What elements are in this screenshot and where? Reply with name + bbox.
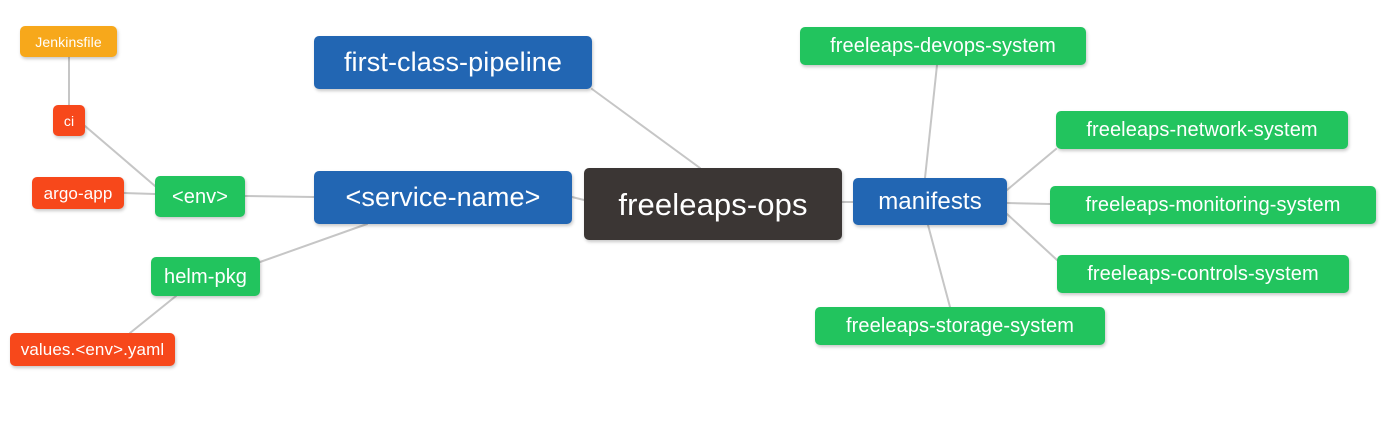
edge-freeleaps-storage-system-to-manifests <box>927 224 951 308</box>
node-ci[interactable]: ci <box>53 105 85 136</box>
node-label: helm-pkg <box>163 265 248 288</box>
node-label: freeleaps-monitoring-system <box>1085 194 1341 216</box>
node-label: <service-name> <box>345 182 541 212</box>
node-manifests[interactable]: manifests <box>853 178 1007 225</box>
edge-env-to-service-name <box>244 195 315 198</box>
edge-freeleaps-devops-system-to-manifests <box>924 64 938 179</box>
node-service-name[interactable]: <service-name> <box>314 171 572 224</box>
node-first-class-pipeline[interactable]: first-class-pipeline <box>314 36 592 89</box>
edge-freeleaps-network-system-to-manifests <box>1006 148 1057 191</box>
node-label: freeleaps-devops-system <box>830 35 1056 57</box>
edge-service-name-to-freeleaps-ops <box>571 196 585 201</box>
node-label: first-class-pipeline <box>343 47 563 77</box>
node-label: ci <box>63 112 75 129</box>
node-freeleaps-storage-system[interactable]: freeleaps-storage-system <box>815 307 1105 345</box>
node-env[interactable]: <env> <box>155 176 245 217</box>
node-label: freeleaps-ops <box>618 186 808 222</box>
edge-argo-app-to-env <box>123 192 156 195</box>
node-freeleaps-monitoring-system[interactable]: freeleaps-monitoring-system <box>1050 186 1376 224</box>
node-freeleaps-devops-system[interactable]: freeleaps-devops-system <box>800 27 1086 65</box>
node-label: values.<env>.yaml <box>20 340 165 359</box>
node-jenkinsfile[interactable]: Jenkinsfile <box>20 26 117 57</box>
node-label: freeleaps-controls-system <box>1087 263 1319 285</box>
node-freeleaps-controls-system[interactable]: freeleaps-controls-system <box>1057 255 1349 293</box>
node-helm-pkg[interactable]: helm-pkg <box>151 257 260 296</box>
node-label: argo-app <box>43 183 113 203</box>
node-label: Jenkinsfile <box>35 33 102 50</box>
node-argo-app[interactable]: argo-app <box>32 177 124 209</box>
edge-freeleaps-monitoring-system-to-manifests <box>1006 202 1051 205</box>
node-values-env-yaml[interactable]: values.<env>.yaml <box>10 333 175 366</box>
node-label: freeleaps-network-system <box>1086 119 1318 141</box>
node-label: freeleaps-storage-system <box>845 315 1075 337</box>
edge-helm-pkg-to-service-name <box>259 223 368 263</box>
node-label: <env> <box>171 185 229 208</box>
edge-first-class-pipeline-to-freeleaps-ops <box>591 88 701 169</box>
node-freeleaps-network-system[interactable]: freeleaps-network-system <box>1056 111 1348 149</box>
edge-values-env-yaml-to-helm-pkg <box>129 295 177 334</box>
node-freeleaps-ops[interactable]: freeleaps-ops <box>584 168 842 240</box>
node-label: manifests <box>878 187 982 215</box>
